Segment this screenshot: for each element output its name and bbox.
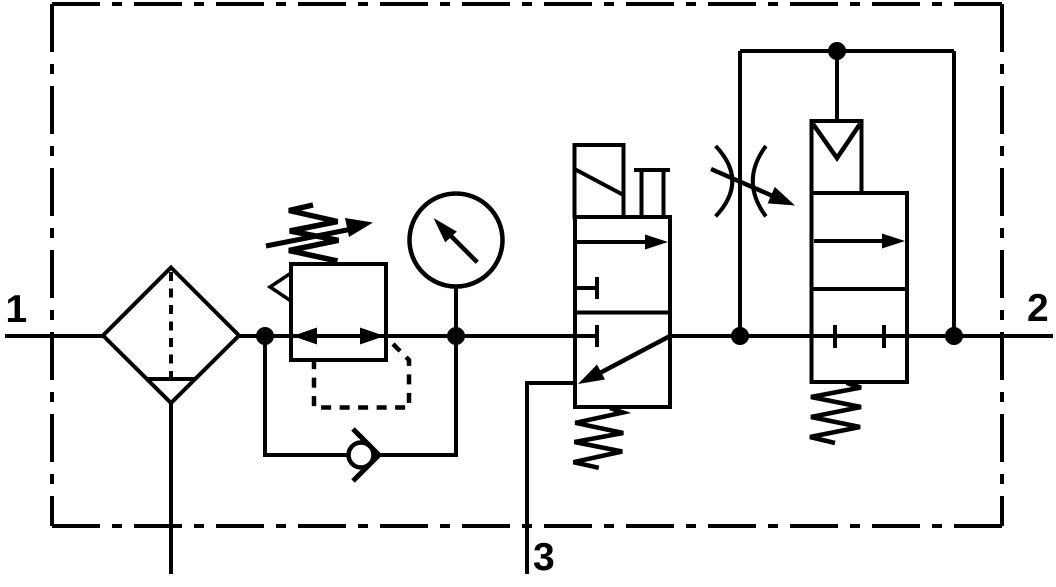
svg-text:3: 3: [533, 536, 555, 579]
svg-text:2: 2: [1027, 287, 1049, 330]
svg-text:1: 1: [6, 288, 28, 331]
